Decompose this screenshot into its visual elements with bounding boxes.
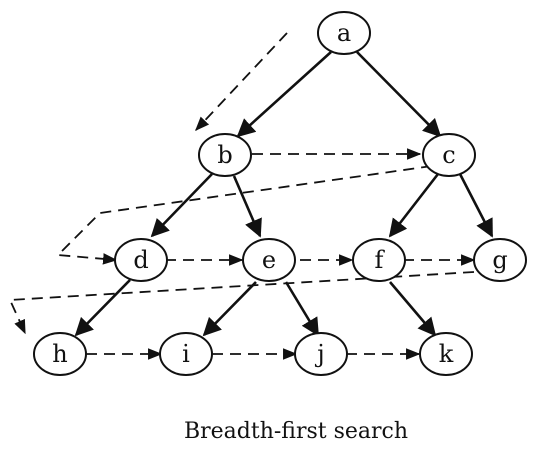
node-f-label: f: [375, 246, 386, 274]
node-b: b: [198, 133, 252, 177]
node-f: f: [352, 238, 406, 282]
edge-f-k: [389, 281, 437, 337]
node-i-label: i: [182, 340, 190, 368]
edge-b-d: [150, 173, 213, 238]
node-d: d: [114, 238, 168, 282]
node-a-label: a: [337, 19, 351, 47]
node-i: i: [159, 332, 213, 376]
node-k: k: [419, 332, 473, 376]
traversal-start-arrow: [195, 32, 288, 132]
edge-e-j: [284, 281, 320, 337]
node-g: g: [473, 238, 527, 282]
edge-b-e: [232, 175, 262, 238]
node-e: e: [242, 238, 296, 282]
node-c: c: [422, 133, 476, 177]
edge-a-c: [356, 51, 442, 138]
bfs-traversal-arrows: [8, 32, 476, 360]
tree-edges: [74, 51, 494, 337]
node-b-label: b: [217, 141, 232, 169]
node-e-label: e: [262, 246, 276, 274]
node-c-label: c: [442, 141, 455, 169]
diagram-caption: Breadth-first search: [184, 419, 408, 444]
node-k-label: k: [439, 340, 454, 368]
node-h: h: [33, 332, 87, 376]
node-d-label: d: [133, 246, 148, 274]
edge-c-g: [458, 173, 494, 238]
node-g-label: g: [492, 246, 507, 274]
node-a: a: [317, 11, 371, 55]
edge-d-h: [74, 279, 131, 337]
edge-e-i: [202, 281, 257, 337]
edge-a-b: [236, 51, 332, 138]
traversal-c-d: [55, 165, 433, 265]
node-j: j: [294, 332, 348, 376]
traversal-g-h: [8, 271, 475, 335]
nodes: a b c d e f g h: [33, 11, 527, 376]
node-j-label: j: [314, 340, 324, 368]
node-h-label: h: [52, 340, 67, 368]
edge-c-f: [388, 173, 440, 238]
